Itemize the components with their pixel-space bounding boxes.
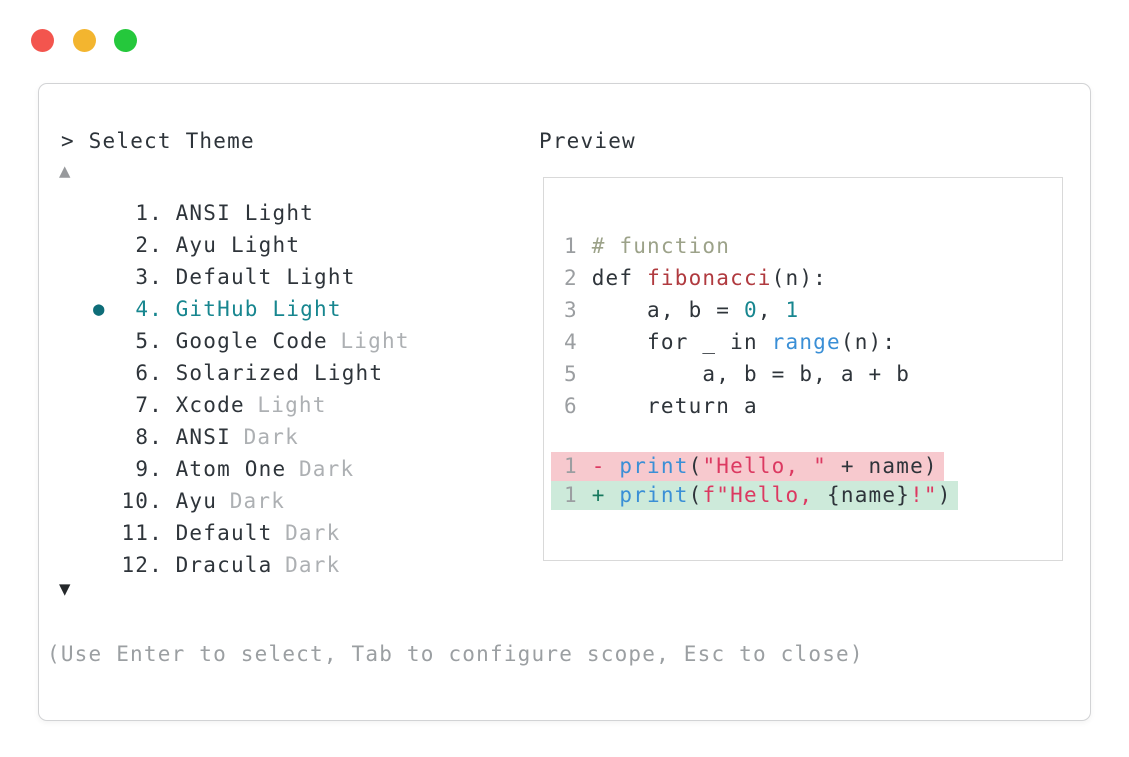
item-number: 11. bbox=[121, 521, 163, 545]
code-token: - bbox=[591, 454, 620, 478]
theme-list-item[interactable]: 8. ANSI Dark bbox=[93, 421, 410, 453]
preview-label: Preview bbox=[539, 129, 636, 153]
theme-list-item[interactable]: 5. Google Code Light bbox=[93, 325, 410, 357]
code-token: + name) bbox=[827, 454, 938, 478]
line-number: 3 bbox=[564, 298, 578, 322]
selected-indicator-icon: ● bbox=[93, 298, 106, 320]
code-line: 5 a, b = b, a + b bbox=[564, 358, 910, 390]
code-token: (n): bbox=[771, 266, 828, 290]
line-number: 1 bbox=[564, 483, 578, 507]
theme-name: Atom One bbox=[175, 457, 287, 481]
theme-list-item[interactable]: 9. Atom One Dark bbox=[93, 453, 410, 485]
theme-name: Ayu bbox=[175, 489, 218, 513]
line-number: 1 bbox=[564, 454, 578, 478]
theme-list-item[interactable]: 12. Dracula Dark bbox=[93, 549, 410, 581]
theme-name: GitHub Light bbox=[175, 297, 342, 321]
code-line: 6 return a bbox=[564, 390, 910, 422]
line-number: 4 bbox=[564, 330, 578, 354]
code-token: ( bbox=[688, 483, 703, 507]
code-token: def bbox=[591, 266, 648, 290]
code-token: # function bbox=[591, 234, 731, 258]
theme-variant-muted: Dark bbox=[229, 489, 286, 513]
scroll-up-icon[interactable]: ▲ bbox=[59, 160, 72, 182]
theme-variant-muted: Dark bbox=[285, 553, 341, 577]
diff-added-line: 1 + print(f"Hello, {name}!") bbox=[551, 481, 958, 510]
code-token: for _ in bbox=[591, 330, 772, 354]
line-number: 6 bbox=[564, 394, 578, 418]
code-token: {name} bbox=[827, 483, 911, 507]
line-number: 2 bbox=[564, 266, 578, 290]
code-token: f"Hello, bbox=[702, 483, 828, 507]
line-number: 1 bbox=[564, 234, 578, 258]
theme-variant-muted: Dark bbox=[243, 425, 299, 449]
code-token: (n): bbox=[840, 330, 897, 354]
code-token: ) bbox=[937, 483, 952, 507]
item-number: 10. bbox=[121, 489, 163, 513]
theme-list-item[interactable]: 11. Default Dark bbox=[93, 517, 410, 549]
theme-list-item[interactable]: 3. Default Light bbox=[93, 261, 410, 293]
theme-list-item[interactable]: ● 4. GitHub Light bbox=[93, 293, 410, 325]
code-token: print bbox=[619, 483, 689, 507]
theme-name: Ayu Light bbox=[175, 233, 301, 257]
theme-picker-panel: > Select Theme Preview ▲ 1. ANSI Light 2. A… bbox=[38, 83, 1091, 721]
theme-name: Dracula bbox=[175, 553, 273, 577]
item-number: 4. bbox=[135, 297, 163, 321]
code-token: 1 bbox=[785, 298, 800, 322]
theme-variant-muted: Light bbox=[340, 329, 410, 353]
close-button[interactable] bbox=[31, 29, 54, 52]
item-number: 3. bbox=[135, 265, 163, 289]
item-number: 8. bbox=[135, 425, 163, 449]
theme-name: Solarized Light bbox=[175, 361, 384, 385]
theme-name: Google Code bbox=[175, 329, 328, 353]
item-number: 5. bbox=[135, 329, 163, 353]
theme-variant-muted: Light bbox=[257, 393, 327, 417]
theme-variant-muted: Dark bbox=[285, 521, 341, 545]
code-token: "Hello, " bbox=[702, 454, 828, 478]
code-line: 4 for _ in range(n): bbox=[564, 326, 910, 358]
diff-removed-line: 1 - print("Hello, " + name) bbox=[551, 452, 944, 481]
code-line: 2 def fibonacci(n): bbox=[564, 262, 910, 294]
item-number: 12. bbox=[121, 553, 163, 577]
keyboard-hint: (Use Enter to select, Tab to configure s… bbox=[47, 642, 864, 666]
maximize-button[interactable] bbox=[114, 29, 137, 52]
theme-list-item[interactable]: 7. Xcode Light bbox=[93, 389, 410, 421]
theme-name: ANSI Light bbox=[175, 201, 315, 225]
select-theme-prompt: > Select Theme bbox=[61, 129, 255, 153]
code-token: return a bbox=[591, 394, 758, 418]
code-line: 3 a, b = 0, 1 bbox=[564, 294, 910, 326]
item-number: 7. bbox=[135, 393, 163, 417]
code-token: a, b = bbox=[591, 298, 744, 322]
theme-name: Default bbox=[175, 521, 273, 545]
code-token: 0 bbox=[743, 298, 758, 322]
item-number: 9. bbox=[135, 457, 163, 481]
scroll-down-icon[interactable]: ▼ bbox=[59, 578, 72, 600]
code-token: range bbox=[771, 330, 841, 354]
code-token: !" bbox=[910, 483, 938, 507]
theme-variant-muted: Dark bbox=[298, 457, 355, 481]
item-number: 6. bbox=[135, 361, 163, 385]
theme-list-item[interactable]: 2. Ayu Light bbox=[93, 229, 410, 261]
item-number: 1. bbox=[135, 201, 163, 225]
theme-name: ANSI bbox=[175, 425, 231, 449]
code-token: ( bbox=[688, 454, 703, 478]
code-token: fibonacci bbox=[647, 266, 772, 290]
theme-list-item[interactable]: 1. ANSI Light bbox=[93, 197, 410, 229]
code-token: print bbox=[619, 454, 689, 478]
theme-list-item[interactable]: 10. Ayu Dark bbox=[93, 485, 410, 517]
theme-list: 1. ANSI Light 2. Ayu Light 3. Default Light ● 4… bbox=[93, 197, 410, 581]
theme-list-item[interactable]: 6. Solarized Light bbox=[93, 357, 410, 389]
code-token: a, b = b, a + b bbox=[591, 362, 911, 386]
line-number: 5 bbox=[564, 362, 578, 386]
code-token: , bbox=[757, 298, 786, 322]
minimize-button[interactable] bbox=[73, 29, 96, 52]
theme-name: Xcode bbox=[175, 393, 245, 417]
item-number: 2. bbox=[135, 233, 163, 257]
diff-block: 1 - print("Hello, " + name)1 + print(f"H… bbox=[551, 452, 958, 510]
code-token: + bbox=[591, 483, 620, 507]
code-line: 1 # function bbox=[564, 230, 910, 262]
theme-name: Default Light bbox=[175, 265, 356, 289]
